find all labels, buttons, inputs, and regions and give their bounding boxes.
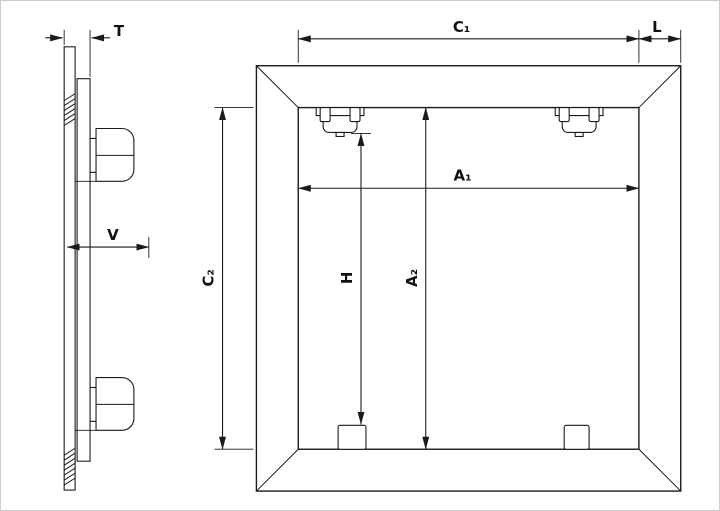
bottom-tab-left xyxy=(337,424,367,450)
frame-corner-miter xyxy=(256,65,299,108)
dimension-C1: C₁ xyxy=(297,18,640,63)
panel-profile xyxy=(76,78,91,462)
latch-body xyxy=(561,115,597,134)
latch-hook xyxy=(335,131,345,138)
label-C1: C₁ xyxy=(453,18,471,36)
label-C2: C₂ xyxy=(200,269,218,287)
bottom-tab-right xyxy=(563,424,590,450)
dimension-A2: A₂ xyxy=(403,107,430,450)
latch-body xyxy=(322,115,358,134)
latch-pin xyxy=(349,107,361,123)
latch-connector xyxy=(89,386,97,422)
frame-corner-miter xyxy=(638,65,682,108)
side-latch-bottom xyxy=(89,376,135,431)
frame-opening xyxy=(297,106,640,450)
latch-pin xyxy=(558,107,570,123)
latch-body xyxy=(95,127,135,182)
dimension-A1: A₁ xyxy=(297,166,640,192)
label-T: T xyxy=(114,22,125,40)
side-view: T V xyxy=(45,22,150,491)
dimension-V: V xyxy=(66,226,150,258)
label-A1: A₁ xyxy=(454,166,472,184)
latch-pin xyxy=(319,107,331,123)
label-H: H xyxy=(338,272,356,285)
dimension-T: T xyxy=(45,22,125,77)
frame-corner-miter xyxy=(256,448,299,492)
latch-hook xyxy=(574,131,584,138)
wall-hatch-bottom xyxy=(63,447,76,486)
latch-pin xyxy=(588,107,600,123)
latch-connector xyxy=(89,137,97,173)
dimension-C2: C₂ xyxy=(200,107,254,450)
front-latch-right xyxy=(554,107,604,138)
dimension-H: H xyxy=(338,133,371,425)
label-L: L xyxy=(652,18,662,36)
frame-corner-miter xyxy=(638,448,682,492)
dimension-L: L xyxy=(638,18,682,63)
label-A2: A₂ xyxy=(403,269,421,287)
wall-profile xyxy=(63,46,76,491)
front-view: C₁ L A₁ C₂ H xyxy=(200,18,682,492)
latch-body xyxy=(95,376,135,431)
label-V: V xyxy=(107,226,119,244)
front-latch-left xyxy=(315,107,365,138)
side-latch-top xyxy=(89,127,135,182)
wall-hatch-top xyxy=(63,93,76,126)
